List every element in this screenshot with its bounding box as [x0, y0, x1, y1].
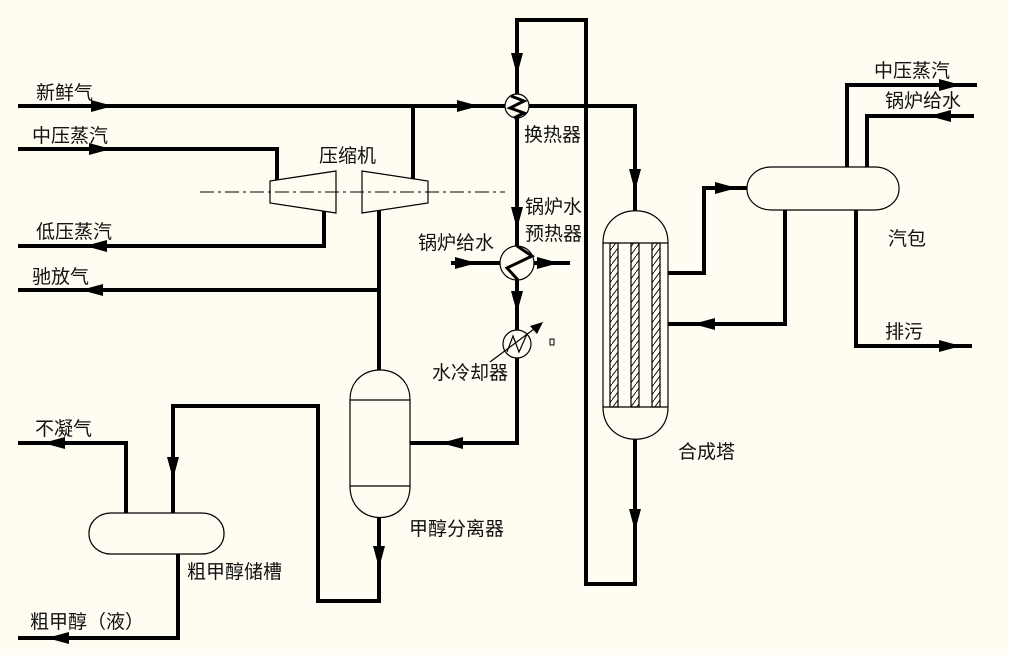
- pipe-blowdown: [854, 208, 972, 348]
- pipe-tower-to-drum: [666, 186, 750, 275]
- arrow-to-tank: [167, 457, 179, 479]
- arrow-mp-steam-in: [89, 143, 111, 155]
- crude-methanol-tank: [88, 512, 225, 555]
- water-cooler: [489, 322, 555, 363]
- pipe-drum-to-tower: [666, 208, 787, 326]
- arrow-to-preheater: [511, 207, 523, 229]
- label-bfw-preheater-2: 预热器: [525, 223, 583, 245]
- pipe-separator-to-tank: [171, 404, 381, 603]
- arrow-non-condensable: [43, 437, 65, 449]
- pipe-crude-methanol: [18, 552, 180, 640]
- arrow-to-separator: [441, 437, 463, 449]
- arrow-to-tower-top: [629, 169, 641, 191]
- arrow-bfw-in-preheater: [455, 257, 477, 269]
- pipe-exchanger-to-tower: [527, 104, 637, 212]
- label-crude-methanol-tank: 粗甲醇储槽: [187, 561, 283, 583]
- arrow-recycle-to-hx: [457, 100, 479, 112]
- label-mp-steam-out: 中压蒸汽: [874, 60, 951, 82]
- label-blowdown: 排污: [885, 321, 924, 343]
- arrow-loop-to-hx: [511, 53, 523, 75]
- label-bfw-in-preheater: 锅炉给水: [418, 232, 495, 254]
- label-methanol-separator: 甲醇分离器: [409, 518, 505, 540]
- pipe-non-condensable: [18, 441, 128, 515]
- label-fresh-gas: 新鲜气: [36, 82, 94, 104]
- methanol-separator: [349, 369, 411, 519]
- arrow-blowdown: [939, 340, 961, 352]
- arrow-crude-methanol: [47, 632, 69, 644]
- arrow-lp-steam-out: [85, 240, 107, 252]
- pipe-lp-steam-out: [18, 209, 326, 248]
- pipe-tower-bottom-loop: [515, 18, 637, 586]
- steam-drum: [746, 166, 900, 211]
- arrow-purge-gas: [81, 284, 103, 296]
- compressor: [200, 170, 505, 214]
- label-lp-steam-out: 低压蒸汽: [36, 221, 113, 243]
- pipe-drum-bfw-in: [865, 114, 974, 169]
- arrow-bfw-drum-in: [929, 110, 951, 122]
- arrow-bfw-out-preheater: [537, 257, 559, 269]
- arrow-separator-bottom: [373, 546, 385, 568]
- label-mp-steam-in: 中压蒸汽: [32, 125, 109, 147]
- synthesis-tower: [602, 210, 669, 440]
- label-compressor: 压缩机: [319, 145, 377, 167]
- label-purge-gas: 驰放气: [32, 266, 90, 288]
- label-bfw-drum: 锅炉给水: [885, 90, 962, 112]
- arrow-mp-steam-out: [939, 79, 961, 91]
- label-crude-methanol-liquid: 粗甲醇（液）: [30, 611, 145, 633]
- label-bfw-preheater-1: 锅炉水: [525, 196, 583, 218]
- arrow-fresh-gas: [91, 100, 113, 112]
- label-steam-drum: 汽包: [888, 228, 927, 250]
- label-water-cooler: 水冷却器: [432, 362, 509, 384]
- heat-exchanger: [504, 93, 530, 120]
- label-non-condensable: 不凝气: [35, 418, 93, 440]
- pipe-mp-steam-in: [18, 147, 279, 183]
- arrow-drum-to-tower: [693, 318, 715, 330]
- arrow-tower-bottom: [629, 509, 641, 531]
- bfw-preheater: [499, 244, 536, 282]
- arrow-to-drum: [715, 182, 737, 194]
- pipe-drum-steam-out: [845, 83, 977, 169]
- label-synthesis-tower: 合成塔: [678, 441, 736, 463]
- arrow-to-cooler: [511, 291, 523, 313]
- label-heat-exchanger: 换热器: [524, 124, 582, 146]
